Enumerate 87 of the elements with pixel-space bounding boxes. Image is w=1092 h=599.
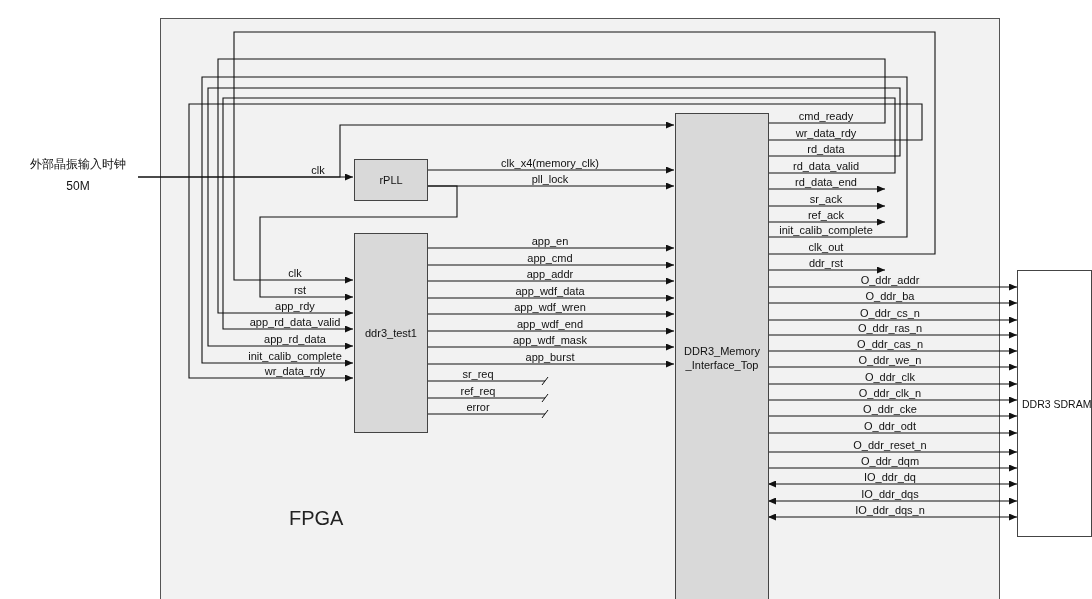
- block-name: DDR3_Memory _Interface_Top: [683, 344, 761, 372]
- signal-arrow: [767, 513, 1018, 521]
- signal-arrow: [426, 327, 675, 335]
- block-name: DDR3 SDRAM: [1022, 397, 1092, 410]
- edge-label: app_wdf_mask: [512, 334, 588, 346]
- signal-arrow: [217, 58, 886, 317]
- block-name: rPLL: [379, 173, 403, 187]
- memory-chip-block: [1017, 270, 1092, 537]
- signal-arrow: [767, 316, 1018, 324]
- signal-arrow: [767, 218, 886, 226]
- signal-arrow: [767, 380, 1018, 388]
- signal-arrow: [426, 244, 675, 252]
- edge-label: rd_data_end: [794, 176, 858, 188]
- signal-label: app_rd_data_valid: [248, 316, 342, 328]
- edge-label: rd_data: [806, 143, 846, 155]
- edge-label: O_ddr_reset_n: [852, 439, 928, 451]
- edge-label: app_cmd: [526, 252, 574, 264]
- block-name: ddr3_test1: [365, 326, 417, 340]
- signal-arrow: [426, 360, 675, 368]
- edge-label: pll_lock: [530, 173, 570, 185]
- signal-arrow: [767, 429, 1018, 437]
- signal-arrow: [767, 412, 1018, 420]
- signal-arrow: [426, 310, 675, 318]
- signal-arrow: [767, 497, 1018, 505]
- edge-label: rst: [292, 284, 308, 296]
- edge-label: clk_out: [807, 241, 845, 253]
- edge-label: O_ddr_cas_n: [856, 338, 924, 350]
- edge-label: O_ddr_addr: [859, 274, 921, 286]
- signal-arrow: [767, 347, 1018, 355]
- edge-label: IO_ddr_dqs: [860, 488, 920, 500]
- signal-arrow: [426, 343, 675, 351]
- edge-label: cmd_ready: [797, 110, 855, 122]
- signal-arrow: [767, 299, 1018, 307]
- edge-label: ref_req: [459, 385, 497, 397]
- module-block: [675, 113, 769, 599]
- edge-label: O_ddr_odt: [863, 420, 917, 432]
- signal-arrow: [426, 166, 675, 174]
- edge-label: clk_x4(memory_clk): [500, 157, 600, 169]
- edge-label: O_ddr_clk_n: [857, 387, 923, 399]
- signal-arrow: [426, 261, 675, 269]
- edge-label: O_ddr_cs_n: [859, 307, 921, 319]
- signal-arrow: [767, 396, 1018, 404]
- signal-arrow: [767, 448, 1018, 456]
- signal-arrow: [767, 283, 1018, 291]
- signal-arrow: [188, 103, 923, 382]
- signal-arrow: [137, 121, 675, 178]
- module-block: [354, 159, 428, 201]
- edge-label: app_wdf_data: [514, 285, 586, 297]
- edge-label: IO_ddr_dq: [863, 471, 917, 483]
- edge-label: app_wdf_end: [515, 318, 585, 330]
- edge-label: init_calib_complete: [778, 224, 874, 236]
- edge-label: sr_ack: [808, 193, 844, 205]
- edge-label: O_ddr_we_n: [857, 354, 923, 366]
- signal-arrow: [426, 294, 675, 302]
- signal-label: clk: [287, 267, 303, 279]
- edge-label: app_addr: [525, 268, 575, 280]
- signal-arrow: [259, 185, 458, 301]
- clock-source-text: 50M: [66, 179, 90, 193]
- region-title: FPGA: [289, 507, 344, 530]
- edge-label: app_burst: [524, 351, 576, 363]
- edge-label: O_ddr_ras_n: [856, 322, 924, 334]
- edge-label: ref_ack: [806, 209, 846, 221]
- signal-arrow: [767, 480, 1018, 488]
- edge-label: IO_ddr_dqs_n: [854, 504, 926, 516]
- signal-label: wr_data_rdy: [263, 365, 327, 377]
- signal-arrow: [767, 266, 886, 274]
- edge-label: wr_data_rdy: [794, 127, 858, 139]
- signal-arrow: [767, 202, 886, 210]
- signal-label: init_calib_complete: [247, 350, 343, 362]
- signal-arrow: [233, 31, 936, 284]
- edge-label: O_ddr_ba: [864, 290, 916, 302]
- edge-label: clk: [310, 164, 326, 176]
- signal-arrow: [767, 185, 886, 193]
- edge-label: ddr_rst: [807, 257, 845, 269]
- module-block: [354, 233, 428, 433]
- edge-label: O_ddr_dqm: [859, 455, 921, 467]
- signal-arrow: [767, 363, 1018, 371]
- clock-source-text: 外部晶振输入时钟: [30, 157, 126, 171]
- signal-label: app_rdy: [274, 300, 316, 312]
- edge-label: O_ddr_cke: [862, 403, 918, 415]
- edge-label: O_ddr_clk: [863, 371, 917, 383]
- signal-arrow: [426, 277, 675, 285]
- signal-label: app_rd_data: [263, 333, 327, 345]
- signal-arrow: [767, 464, 1018, 472]
- edge-label: rd_data_valid: [791, 160, 861, 172]
- edge-label: app_wdf_wren: [513, 301, 587, 313]
- signal-arrow: [767, 331, 1018, 339]
